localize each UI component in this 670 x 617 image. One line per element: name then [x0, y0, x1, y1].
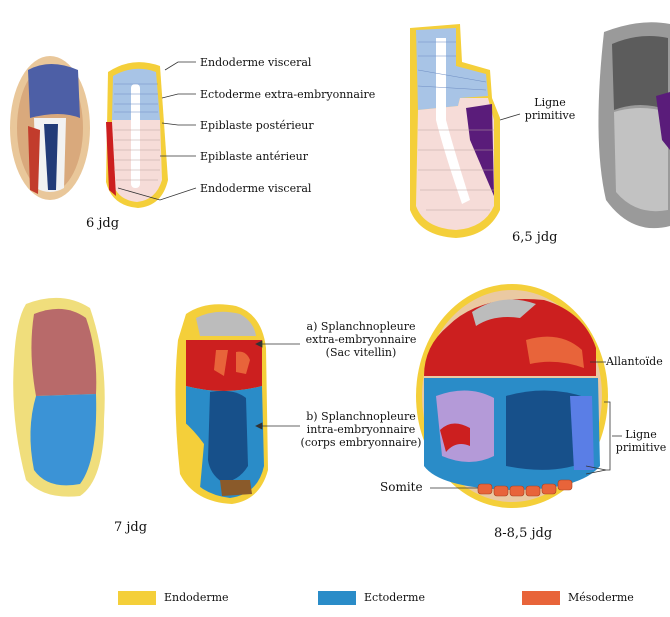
legend-swatch-endoderme: [118, 591, 156, 605]
stage-label-6: 6 jdg: [86, 216, 119, 231]
label-b-line3: (corps embryonnaire): [292, 436, 430, 449]
label-epiblaste-posterieur: Epiblaste postérieur: [200, 119, 314, 132]
legend-swatch-mesoderme: [522, 591, 560, 605]
sem-photo: [598, 22, 670, 228]
label-b-line2: intra-embryonnaire: [292, 423, 430, 436]
label-somite: Somite: [380, 481, 423, 494]
label-ligne-primitive-8: Ligne primitive: [612, 428, 670, 454]
label-ligne-primitive-65-line1: Ligne: [520, 96, 580, 109]
legend-label-ectoderme: Ectoderme: [364, 591, 425, 604]
photo-6-jdg: [10, 56, 90, 200]
label-ligne-primitive-65-line2: primitive: [520, 109, 580, 122]
label-ectoderme-extra: Ectoderme extra-embryonnaire: [200, 88, 375, 101]
label-a-line2: extra-embryonnaire: [296, 333, 426, 346]
photo-7-jdg: [13, 298, 105, 497]
stage-label-65: 6,5 jdg: [512, 230, 557, 245]
stage-label-8: 8-8,5 jdg: [494, 526, 552, 541]
label-epiblaste-anterieur: Epiblaste antérieur: [200, 150, 308, 163]
label-endoderme-visceral-bottom: Endoderme visceral: [200, 182, 311, 195]
legend-label-endoderme: Endoderme: [164, 591, 229, 604]
schema-8-jdg: [416, 284, 622, 508]
label-ligne-primitive-8-line2: primitive: [612, 441, 670, 454]
label-ligne-primitive-8-line1: Ligne: [612, 428, 670, 441]
legend-label-mesoderme: Mésoderme: [568, 591, 634, 604]
schema-65-jdg: [410, 24, 520, 238]
label-a-line1: a) Splanchnopleure: [296, 320, 426, 333]
label-splanchnopleure-intra: b) Splanchnopleure intra-embryonnaire (c…: [292, 410, 430, 449]
label-b-line1: b) Splanchnopleure: [292, 410, 430, 423]
stage-label-7: 7 jdg: [114, 520, 147, 535]
label-splanchnopleure-extra: a) Splanchnopleure extra-embryonnaire (S…: [296, 320, 426, 359]
label-a-line3: (Sac vitellin): [296, 346, 426, 359]
label-allantoide: Allantoïde: [606, 355, 663, 368]
label-ligne-primitive-65: Ligne primitive: [520, 96, 580, 122]
schema-6-jdg: [106, 62, 196, 208]
legend-swatch-ectoderme: [318, 591, 356, 605]
label-endoderme-visceral-top: Endoderme visceral: [200, 56, 311, 69]
schema-7-jdg: [175, 304, 268, 504]
